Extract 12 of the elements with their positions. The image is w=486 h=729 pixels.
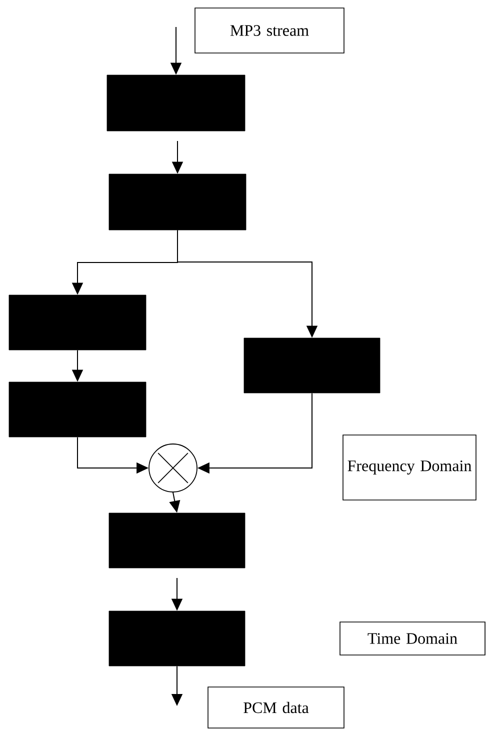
process-block (244, 338, 380, 394)
process-block (8, 294, 146, 350)
label-box: Time Domain (340, 622, 486, 656)
label-box: PCM data (208, 686, 344, 728)
label-box: Frequency Domain (342, 434, 476, 500)
process-block (8, 382, 146, 438)
multiplier-circle (148, 444, 198, 492)
process-block (108, 174, 246, 230)
process-block (108, 610, 246, 666)
process-block (106, 74, 246, 132)
process-block (108, 512, 246, 568)
label-box: MP3 stream (194, 8, 344, 54)
